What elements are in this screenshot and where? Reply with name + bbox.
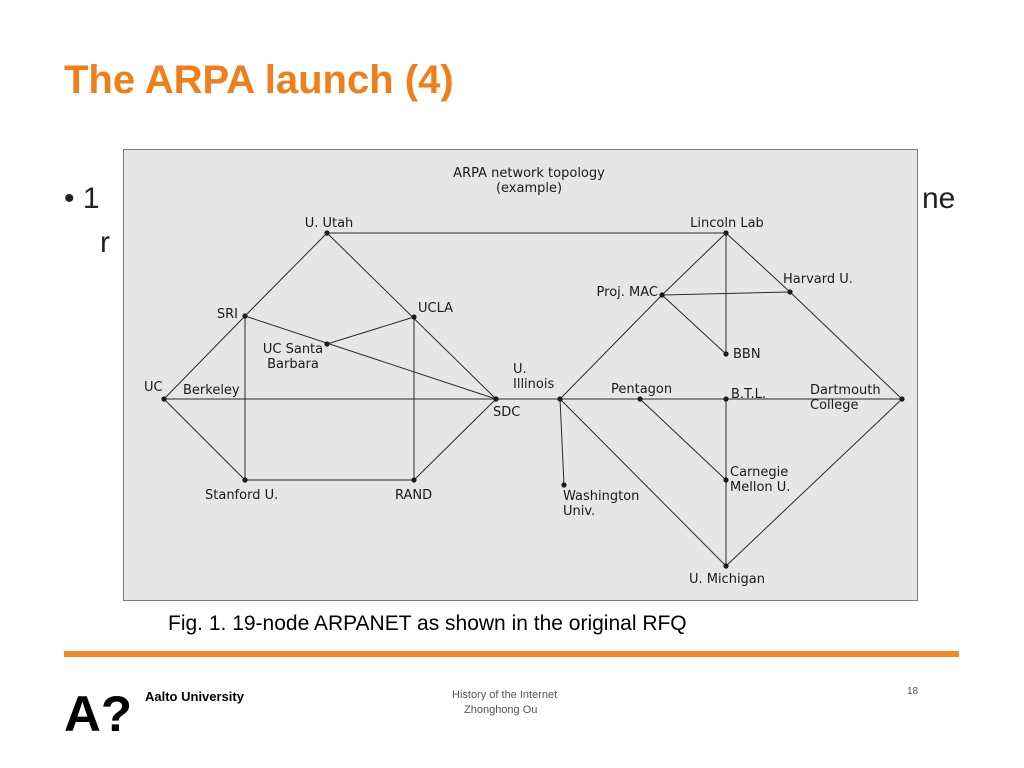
university-name: Aalto University xyxy=(145,689,244,704)
edge-sri-ucb xyxy=(163,315,246,400)
node-rand-label: RAND xyxy=(395,488,432,503)
node-harvard-dot xyxy=(787,289,793,295)
slide-title: The ARPA launch (4) xyxy=(64,58,454,102)
node-bbn-label: BBN xyxy=(733,347,761,362)
footer-author: Zhonghong Ou xyxy=(464,704,538,716)
node-rand-dot xyxy=(411,477,417,483)
edge-lincoln-projmac xyxy=(661,232,727,296)
node-stanford-label: Stanford U. xyxy=(205,488,278,503)
node-lincoln-label: Lincoln Lab xyxy=(690,216,764,231)
aalto-logo-mark: A? xyxy=(64,686,132,742)
edge-projmac-harvard xyxy=(661,291,791,296)
node-sdc-dot xyxy=(493,396,499,402)
bullet-text-line-2: r xyxy=(100,226,110,259)
edge-harvard-dartmouth xyxy=(789,291,903,400)
aalto-logo: A? xyxy=(64,686,134,742)
node-dartmouth-label: College xyxy=(810,398,859,413)
node-stanford-dot xyxy=(242,477,248,483)
node-pentagon-label: Pentagon xyxy=(611,382,672,397)
edge-illinois-projmac xyxy=(559,294,663,400)
node-lincoln-dot xyxy=(723,230,729,236)
node-ucb-label: UC xyxy=(144,380,163,395)
node-ucla-label: UCLA xyxy=(418,301,453,316)
edge-ucb-stanford xyxy=(163,398,246,481)
edge-rand-sdc xyxy=(413,398,497,481)
node-ucla-dot xyxy=(411,314,417,320)
diagram-title-line1: ARPA network topology xyxy=(453,166,605,181)
edge-michigan-dartmouth xyxy=(725,398,903,567)
node-btl-dot xyxy=(723,396,729,402)
node-sri-dot xyxy=(242,313,248,319)
node-washington-label: Univ. xyxy=(563,504,595,519)
node-utah-dot xyxy=(324,230,330,236)
node-bbn-dot xyxy=(723,351,729,357)
node-harvard-label: Harvard U. xyxy=(783,272,853,287)
node-washington-label: Washington xyxy=(563,489,639,504)
bullet-text-left: • 1 xyxy=(64,182,100,215)
node-michigan-label: U. Michigan xyxy=(689,572,765,587)
edge-illinois-washington xyxy=(559,398,565,486)
aalto-logo-text: A? xyxy=(64,686,132,734)
node-cmu-dot xyxy=(723,477,729,483)
edge-ucsb-ucla xyxy=(326,316,415,345)
node-projmac-label: Proj. MAC xyxy=(597,285,658,300)
edge-projmac-bbn xyxy=(661,294,727,355)
node-projmac-dot xyxy=(659,292,665,298)
node-ucb-dot xyxy=(161,396,167,402)
edge-illinois-michigan xyxy=(559,398,727,567)
footer-divider xyxy=(64,651,959,657)
edge-utah-sdc xyxy=(326,232,497,400)
node-cmu-label: Mellon U. xyxy=(730,480,790,495)
figure-caption: Fig. 1. 19-node ARPANET as shown in the … xyxy=(168,612,687,635)
node-ucb-label: Berkeley xyxy=(183,383,240,398)
edge-utah-sri xyxy=(244,232,328,317)
diagram-title-line2: (example) xyxy=(496,181,562,196)
node-sri-label: SRI xyxy=(217,307,238,322)
node-sdc-label: SDC xyxy=(493,405,520,420)
node-cmu-label: Carnegie xyxy=(730,465,788,480)
node-dartmouth-label: Dartmouth xyxy=(810,383,881,398)
node-michigan-dot xyxy=(723,563,729,569)
node-ucsb-dot xyxy=(324,341,330,347)
node-ucsb-label: UC Santa xyxy=(263,342,323,357)
bullet-text-line-1: • 1 ne xyxy=(64,182,964,216)
node-illinois-label: Illinois xyxy=(513,377,554,392)
node-illinois-label: U. xyxy=(513,362,527,377)
node-ucsb-label: Barbara xyxy=(267,357,319,372)
node-btl-label: B.T.L. xyxy=(731,387,766,402)
node-dartmouth-dot xyxy=(899,396,905,402)
node-pentagon-dot xyxy=(637,396,643,402)
edge-sri-sdc xyxy=(244,315,497,400)
edge-layer xyxy=(163,232,903,567)
footer-course-title: History of the Internet xyxy=(452,689,558,701)
bullet-text-right: ne xyxy=(922,182,956,215)
node-illinois-dot xyxy=(557,396,563,402)
node-washington-dot xyxy=(561,482,567,488)
edge-lincoln-harvard xyxy=(725,232,791,293)
page-number: 18 xyxy=(907,686,919,697)
node-utah-label: U. Utah xyxy=(305,216,354,231)
edge-pentagon-cmu xyxy=(639,398,727,481)
